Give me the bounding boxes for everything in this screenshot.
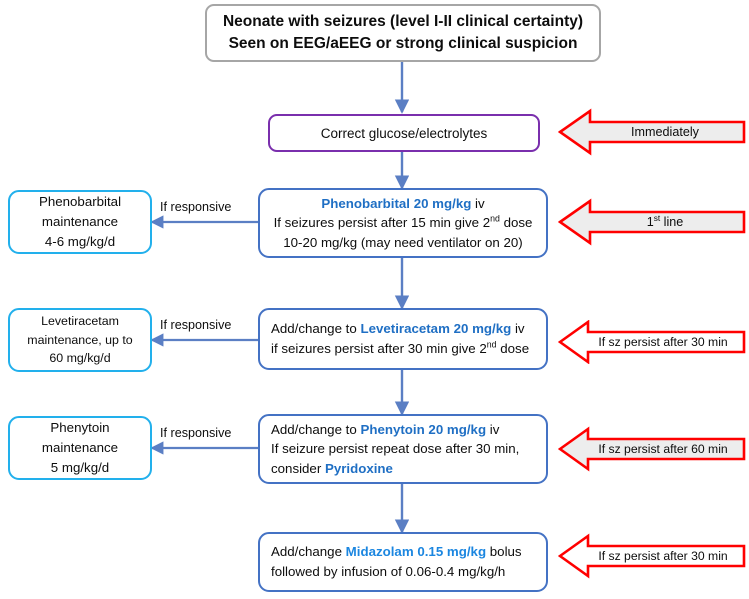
phenytoin-line-3: consider Pyridoxine [271,460,393,476]
maintenance-phenytoin[interactable]: Phenytoin maintenance 5 mg/kg/d [8,416,152,480]
levetiracetam-line-2: if seizures persist after 30 min give 2n… [271,339,530,356]
header-line-2: Seen on EEG/aEEG or strong clinical susp… [228,35,578,52]
correct-glucose-label: Correct glucose/electrolytes [320,125,488,141]
timing-arrow-first-line-label: 1st line [646,212,684,229]
maintenance-levetiracetam-line-3: 60 mg/kg/d [49,351,111,366]
timing-arrow-first-line: 1st line [558,198,746,246]
block-arrow-shape [558,108,746,156]
step-phenytoin[interactable]: Add/change to Phenytoin 20 mg/kg iv If s… [258,414,548,484]
step-levetiracetam[interactable]: Add/change to Levetiracetam 20 mg/kg iv … [258,308,548,370]
maintenance-phenobarbital-line-2: maintenance [41,214,119,230]
connector-label-responsive-2: If responsive [160,318,232,332]
maintenance-phenytoin-line-3: 5 mg/kg/d [50,459,110,475]
header-line-1: Neonate with seizures (level I-II clinic… [222,13,584,30]
midazolam-drug: Midazolam 0.15 mg/kg [345,544,487,560]
step-phenobarbital[interactable]: Phenobarbital 20 mg/kg iv If seizures pe… [258,188,548,258]
block-arrow-shape [558,426,746,472]
phenobarbital-line-2: If seizures persist after 15 min give 2n… [273,213,533,231]
step-midazolam[interactable]: Add/change Midazolam 0.15 mg/kg bolus fo… [258,532,548,592]
levetiracetam-line-1: Add/change to Levetiracetam 20 mg/kg iv [271,321,525,337]
timing-arrow-after-60-min: If sz persist after 60 min [558,426,746,472]
phenobarbital-line-3: 10-20 mg/kg (may need ventilator on 20) [283,234,523,250]
block-arrow-shape [558,198,746,246]
maintenance-levetiracetam-line-1: Levetiracetam [41,314,119,329]
phenobarbital-line-1: Phenobarbital 20 mg/kg iv [321,194,484,214]
step-correct-glucose[interactable]: Correct glucose/electrolytes [268,114,540,152]
block-arrow-shape [558,533,746,579]
maintenance-phenobarbital[interactable]: Phenobarbital maintenance 4-6 mg/kg/d [8,190,152,254]
timing-arrow-after-30-min-b: If sz persist after 30 min [558,533,746,579]
levetiracetam-drug: Levetiracetam 20 mg/kg [360,321,512,337]
midazolam-line-2: followed by infusion of 0.06-0.4 mg/kg/h [271,564,506,579]
timing-arrow-immediately-label: Immediately [631,125,699,139]
maintenance-phenobarbital-line-1: Phenobarbital [38,194,122,210]
phenobarbital-drug: Phenobarbital 20 mg/kg [321,195,472,211]
connector-label-responsive-1: If responsive [160,200,232,214]
timing-arrow-after-60-min-label: If sz persist after 60 min [598,442,728,456]
phenytoin-drug: Phenytoin 20 mg/kg [360,421,487,437]
timing-arrow-after-30-min-a-label: If sz persist after 30 min [598,335,728,349]
timing-arrow-after-30-min-a: If sz persist after 30 min [558,320,746,364]
maintenance-phenobarbital-line-3: 4-6 mg/kg/d [44,233,116,249]
maintenance-phenytoin-line-1: Phenytoin [50,420,110,436]
block-arrow-shape [558,320,746,364]
phenytoin-line-1: Add/change to Phenytoin 20 mg/kg iv [271,421,500,437]
phenobarbital-route: iv [475,195,485,211]
phenytoin-line-2: If seizure persist repeat dose after 30 … [271,441,520,457]
pyridoxine-drug: Pyridoxine [324,460,393,476]
header-box: Neonate with seizures (level I-II clinic… [205,4,601,62]
timing-arrow-immediately: Immediately [558,108,746,156]
connector-label-responsive-3: If responsive [160,426,232,440]
maintenance-levetiracetam-line-2: maintenance, up to [27,332,133,347]
midazolam-line-1: Add/change Midazolam 0.15 mg/kg bolus [271,544,522,560]
maintenance-phenytoin-line-2: maintenance [41,440,119,456]
timing-arrow-after-30-min-b-label: If sz persist after 30 min [598,549,728,563]
maintenance-levetiracetam[interactable]: Levetiracetam maintenance, up to 60 mg/k… [8,308,152,372]
